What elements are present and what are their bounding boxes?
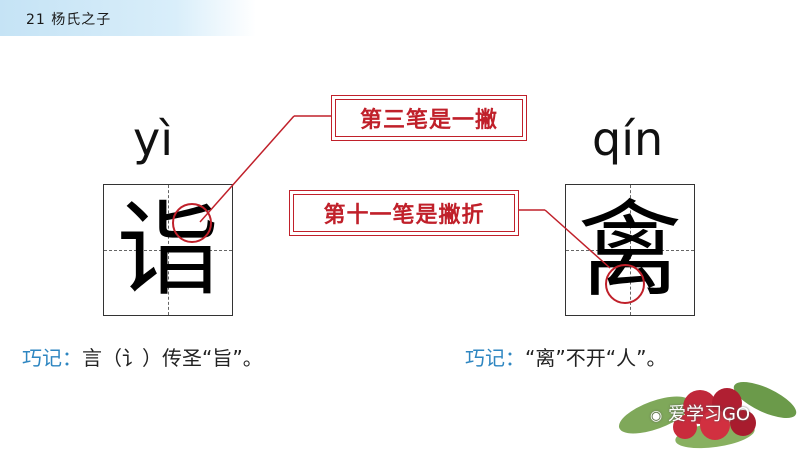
left-mnemonic: 巧记：言（讠）传圣“旨”。 bbox=[22, 342, 263, 371]
right-pinyin: qín bbox=[592, 112, 664, 166]
berry-shape bbox=[700, 410, 730, 440]
watermark-text: 爱学习GO bbox=[667, 404, 751, 425]
left-mnemonic-text: 言（讠）传圣“旨”。 bbox=[82, 346, 263, 370]
lesson-title: 21 杨氏之子 bbox=[26, 12, 112, 28]
right-stroke-callout: 第十一笔是撇折 bbox=[289, 190, 519, 236]
left-stroke-callout-text: 第三笔是一撇 bbox=[335, 99, 523, 137]
left-stroke-callout: 第三笔是一撇 bbox=[331, 95, 527, 141]
left-pinyin: yì bbox=[133, 112, 174, 166]
berry-shape bbox=[730, 410, 756, 436]
right-tian-grid: 禽 bbox=[565, 184, 695, 316]
right-stroke-callout-text: 第十一笔是撇折 bbox=[293, 194, 515, 232]
header-bar: 21 杨氏之子 bbox=[0, 0, 800, 36]
right-mnemonic-label: 巧记： bbox=[465, 346, 525, 370]
wechat-icon: ◉ bbox=[650, 408, 663, 424]
leaf-shape bbox=[733, 381, 797, 419]
grid-vertical-guide bbox=[168, 185, 169, 315]
leaf-shape bbox=[618, 396, 692, 434]
berry-shape bbox=[712, 388, 742, 418]
right-character: 禽 bbox=[577, 189, 682, 311]
left-character: 诣 bbox=[115, 189, 220, 311]
berry-illustration bbox=[618, 381, 797, 449]
left-mnemonic-label: 巧记： bbox=[22, 346, 82, 370]
watermark: ◉ 爱学习GO bbox=[650, 400, 750, 426]
left-tian-grid: 诣 bbox=[103, 184, 233, 316]
right-mnemonic-text: “离”不开“人”。 bbox=[525, 346, 667, 370]
grid-vertical-guide bbox=[630, 185, 631, 315]
berry-shape bbox=[673, 415, 697, 439]
right-mnemonic: 巧记：“离”不开“人”。 bbox=[465, 342, 666, 371]
